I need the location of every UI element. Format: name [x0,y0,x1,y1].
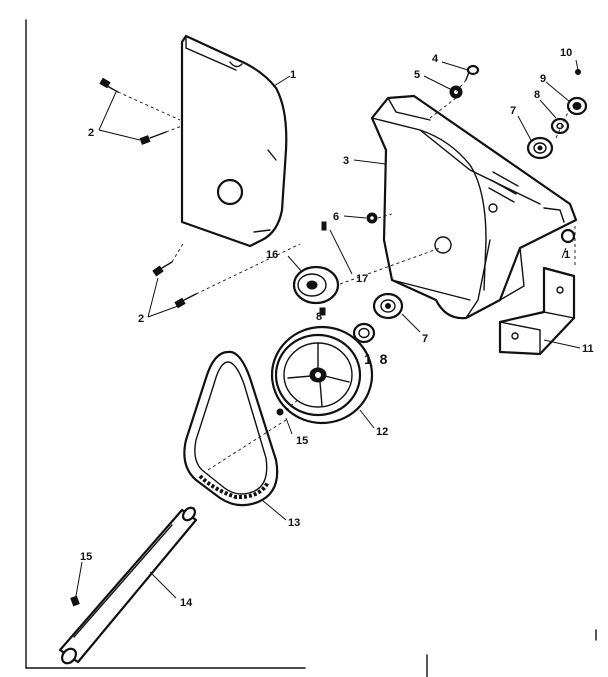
callout-4: 4 [432,53,439,65]
housing-part-3 [370,94,578,320]
bracket-part-11 [498,266,576,356]
screw-mid-left [152,261,173,277]
pin-part-15-upper [276,408,284,416]
screw-top-left [99,77,119,93]
screws-part-2 [98,77,197,318]
alignment-lines [117,79,576,471]
pin-part-15-lower [70,595,80,607]
callout-1: 1 [290,69,296,81]
callout-3: 3 [343,155,349,167]
callout-11: 11 [582,343,594,355]
callout-17: 17 [356,273,368,285]
washer-part-18 [352,322,376,344]
set-screw-part-10 [575,69,581,75]
callout-5: 5 [414,69,420,81]
callout-15-lower: 15 [80,551,92,563]
washer-part-8 [550,117,570,135]
pulley-part-12 [270,325,374,425]
belt-cover-part-1 [180,34,288,248]
bearing-part-7-lower [372,292,404,320]
screw-mid-right [174,293,197,309]
key-part-17 [319,221,327,316]
callout-9: 9 [540,73,546,85]
callout-18: 1 8 [364,351,389,367]
belt-part-13 [183,350,279,507]
callout-16: 16 [266,249,278,261]
callout-6: 6 [333,211,339,223]
nut-part-5 [449,85,463,99]
callout-10: 10 [560,47,572,59]
callout-8-small: 8 [316,311,322,323]
callout-7-upper: 7 [510,105,516,117]
callout-15-upper: 15 [296,435,308,447]
leader-lines [75,59,581,599]
callout-labels: 1 2 2 3 4 5 6 7 7 8 9 10 11 12 13 14 15 … [80,47,594,609]
callout-2-lower: 2 [138,313,144,325]
screw-top-right [139,131,167,145]
callout-14: 14 [180,597,193,609]
callout-2-upper: 2 [88,127,94,139]
frame-lines [25,19,597,677]
bolt-part-4 [465,64,480,81]
bearing-part-9 [566,96,588,116]
callout-13: 13 [288,517,300,529]
nut-part-6 [366,212,378,224]
bearing-part-7-upper [526,136,554,160]
callout-8: 8 [534,89,540,101]
callout-12: 12 [376,426,388,438]
callout-7-lower: 7 [422,333,428,345]
pulley-part-16 [292,265,340,305]
callout-1-bracket: 1 [564,249,570,261]
shaft-part-14 [58,506,198,665]
